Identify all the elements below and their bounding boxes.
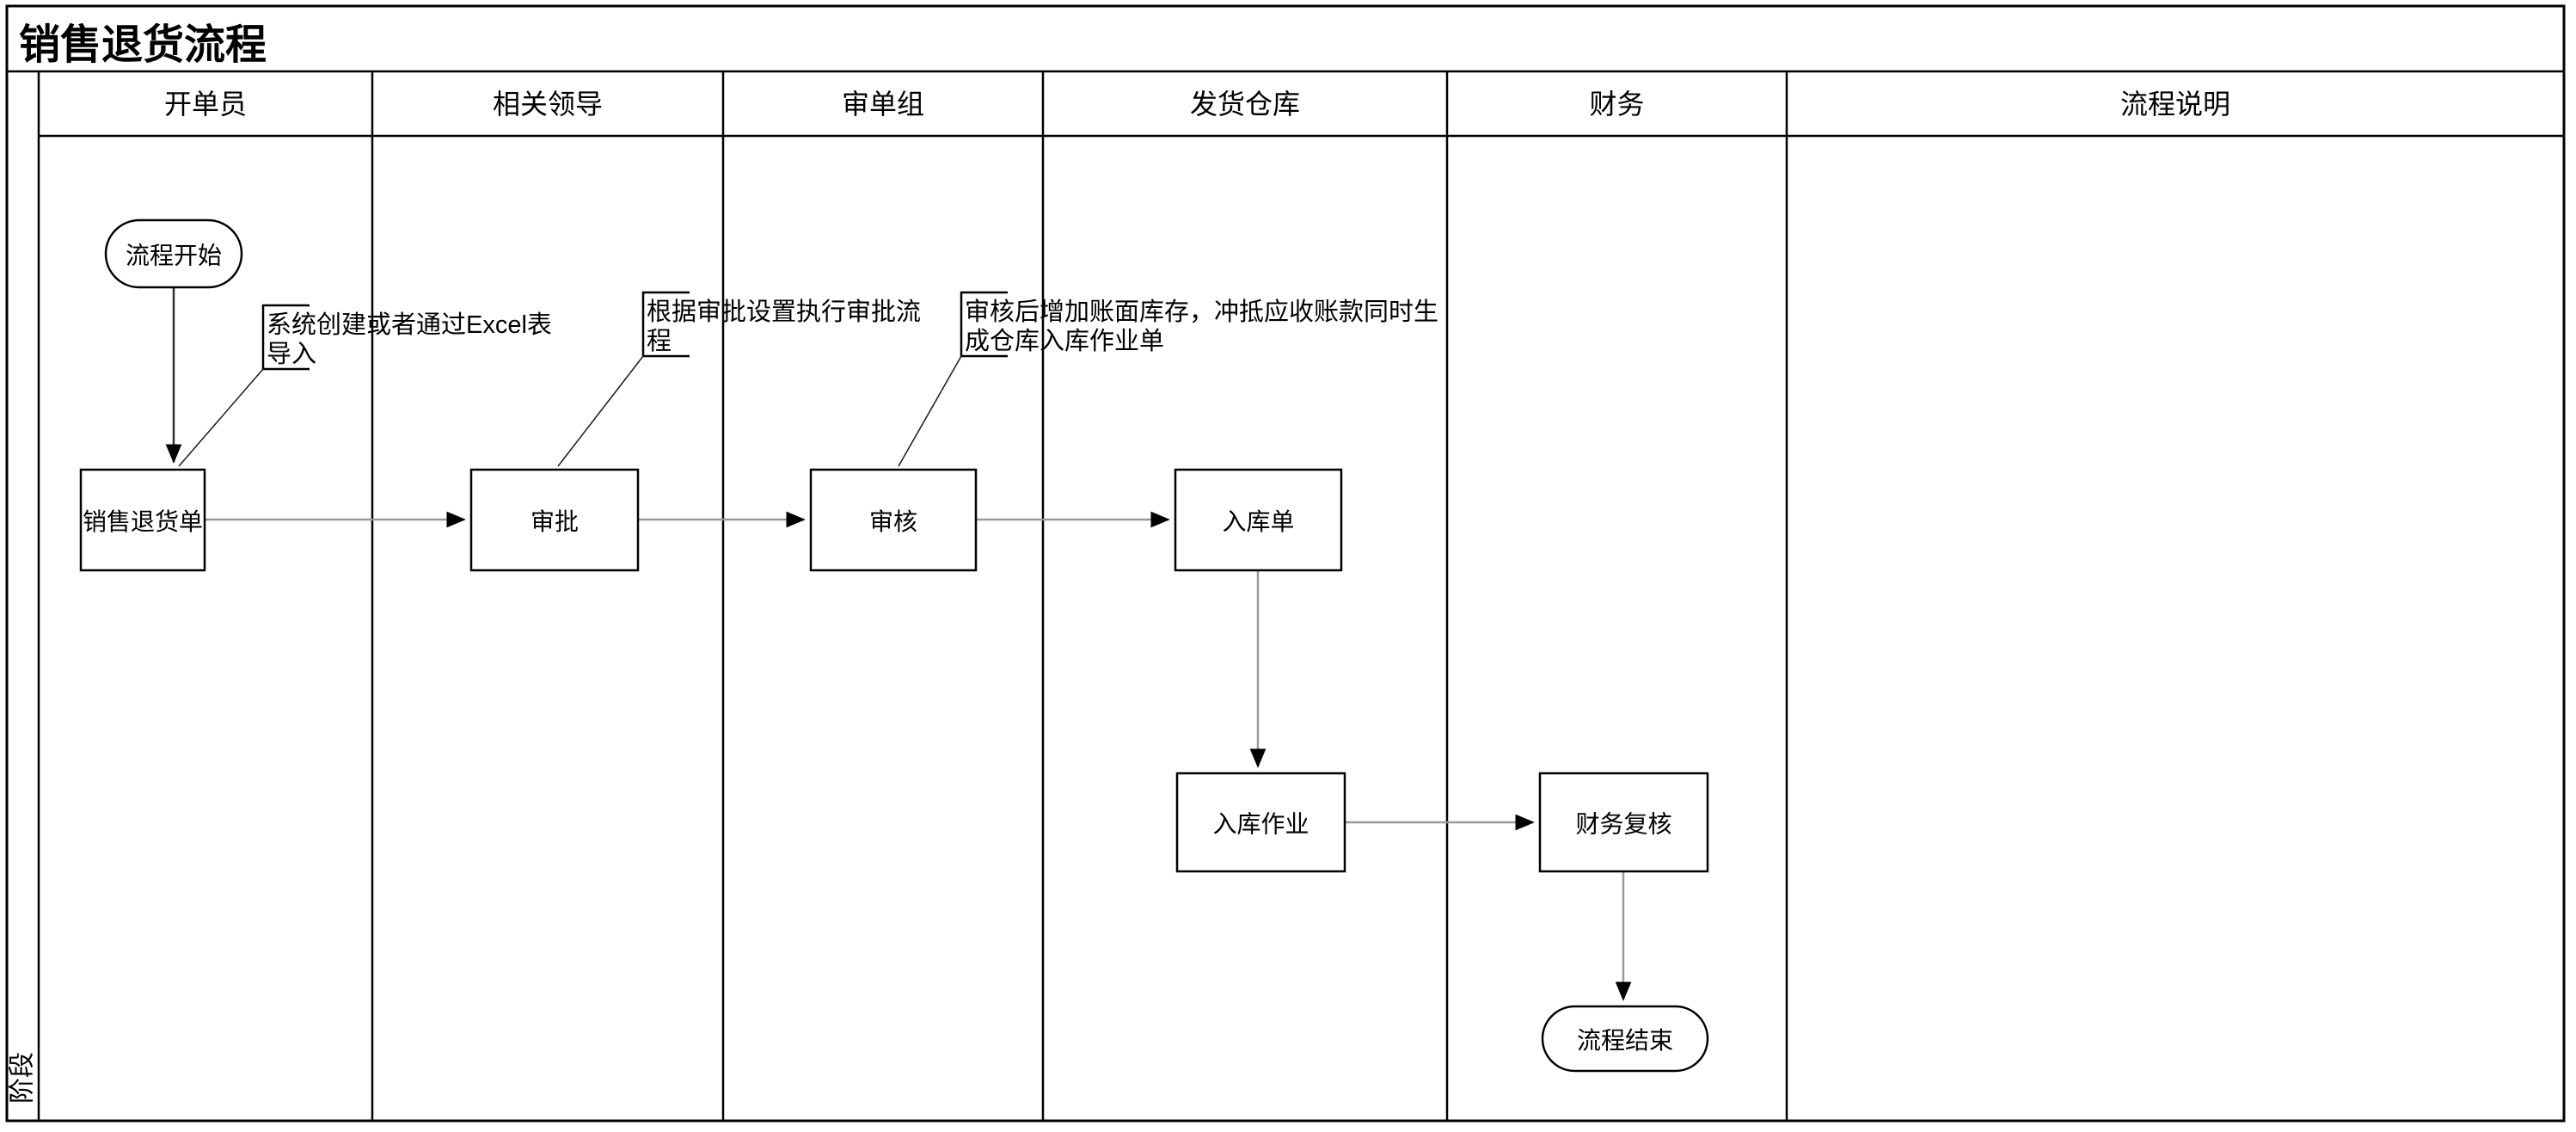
process-shape <box>1174 468 1343 572</box>
flow-node-inbound-order[interactable]: 入库单 <box>1174 468 1343 572</box>
flow-node-review[interactable]: 审核 <box>809 468 978 572</box>
stage-label: 阶段 <box>9 1052 37 1104</box>
node-label: 流程结束 <box>1577 1027 1673 1054</box>
lane-header-4: 发货仓库 <box>1190 89 1300 120</box>
annotations-layer: 系统创建或者通过Excel表导入根据审批设置执行审批流程审核后增加账面库存，冲抵… <box>178 291 1438 467</box>
annotation-bracket <box>261 304 310 371</box>
flow-node-inbound-operation[interactable]: 入库作业 <box>1175 772 1346 873</box>
flow-node-start[interactable]: 流程开始 <box>104 218 243 289</box>
node-label: 财务复核 <box>1575 811 1671 838</box>
annotation-text-line: 导入 <box>267 341 316 368</box>
lanes-layer: 开单员 相关领导 审单组 发货仓库 财务 流程说明 <box>164 71 2230 1121</box>
flow-node-end[interactable]: 流程结束 <box>1541 1005 1709 1073</box>
lane-header-3: 审单组 <box>842 89 924 120</box>
annotation-leader-line <box>898 355 962 467</box>
node-label: 入库单 <box>1222 508 1294 535</box>
lane-header-1: 开单员 <box>164 89 247 120</box>
process-shape <box>79 468 206 572</box>
annotation-text-line: 成仓库入库作业单 <box>965 327 1164 355</box>
connectors-layer <box>165 287 1632 1001</box>
flow-node-sales-return-order[interactable]: 销售退货单 <box>79 468 206 572</box>
flow-node-approve[interactable]: 审批 <box>469 468 640 572</box>
diagram-title: 销售退货流程 <box>19 22 267 68</box>
annotation-bracket <box>960 291 1008 358</box>
process-shape <box>1175 772 1346 873</box>
annotation-text-line: 系统创建或者通过Excel表 <box>267 311 552 339</box>
annotation-text-line: 根据审批设置执行审批流 <box>647 298 921 326</box>
stadium-shape <box>1541 1005 1709 1073</box>
annotation-leader-line <box>178 368 264 467</box>
node-label: 流程开始 <box>126 243 222 269</box>
process-shape <box>809 468 978 572</box>
annotation-bracket <box>641 291 690 358</box>
process-shape <box>469 468 640 572</box>
node-label: 销售退货单 <box>83 508 203 535</box>
node-label: 审核 <box>869 508 917 535</box>
lane-header-6: 流程说明 <box>2120 89 2230 120</box>
annotation-text-line: 程 <box>647 328 672 355</box>
process-shape <box>1538 772 1709 873</box>
annotation-leader-line <box>557 355 644 467</box>
lane-header-5: 财务 <box>1589 89 1644 120</box>
lane-header-2: 相关领导 <box>493 89 603 120</box>
annotation-text-line: 审核后增加账面库存，冲抵应收账款同时生 <box>965 298 1438 326</box>
stadium-shape <box>104 218 243 289</box>
node-label: 入库作业 <box>1212 811 1309 838</box>
node-label: 审批 <box>531 508 579 535</box>
flow-node-finance-recheck[interactable]: 财务复核 <box>1538 772 1709 873</box>
